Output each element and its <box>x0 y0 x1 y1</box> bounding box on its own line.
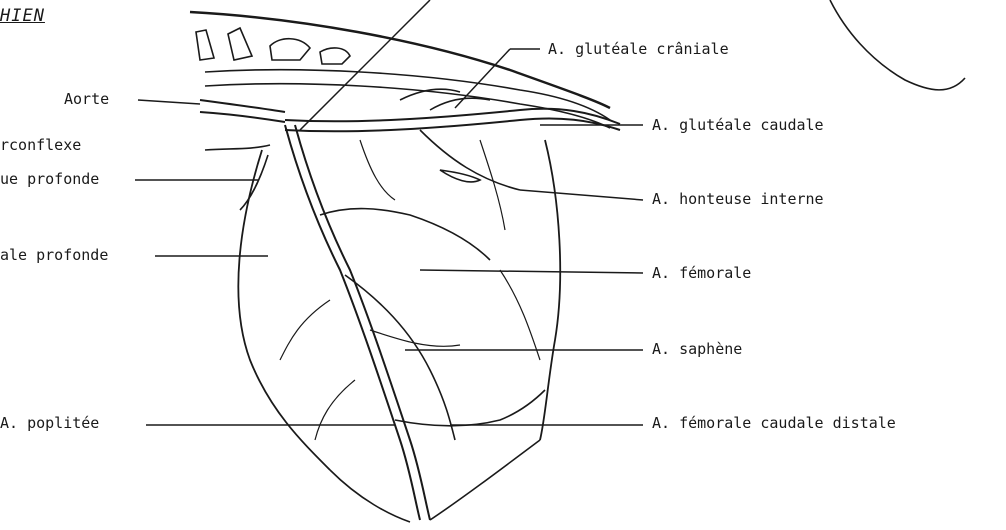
distal-caudal-femoral-vessel <box>395 390 545 426</box>
leader-aorte <box>138 100 200 104</box>
figure-title: HIEN <box>0 6 45 26</box>
leader-top <box>300 0 430 130</box>
label-poplitee: A. poplitée <box>0 414 99 432</box>
label-iliaque-profonde: ue profonde <box>0 170 99 188</box>
gluteal-caudal-vessel <box>285 109 620 132</box>
back-contour <box>190 12 610 108</box>
leg-outline <box>330 440 540 522</box>
leader-honteuse <box>520 190 643 200</box>
vertebrae <box>196 28 350 64</box>
aorta-vessel <box>200 100 285 122</box>
label-glutéale-caudale: A. glutéale caudale <box>652 116 824 134</box>
femoral-vessel <box>285 125 430 520</box>
label-aorte: Aorte <box>64 90 109 108</box>
label-honteuse-interne: A. honteuse interne <box>652 190 824 208</box>
thigh-outline-caudal <box>540 140 560 440</box>
pudendal-vessel <box>420 130 520 190</box>
label-femorale-profonde: ale profonde <box>0 246 108 264</box>
label-femorale-caudale-distale: A. fémorale caudale distale <box>652 414 896 432</box>
label-femorale: A. fémorale <box>652 264 751 282</box>
leader-femorale <box>420 270 643 273</box>
label-glutéale-craniale: A. glutéale crâniale <box>548 40 729 58</box>
adjacent-figure-outline <box>830 0 965 90</box>
label-circonflexe: rconflexe <box>0 136 81 154</box>
deep-femoral-vessel <box>320 209 490 260</box>
label-saphene: A. saphène <box>652 340 742 358</box>
